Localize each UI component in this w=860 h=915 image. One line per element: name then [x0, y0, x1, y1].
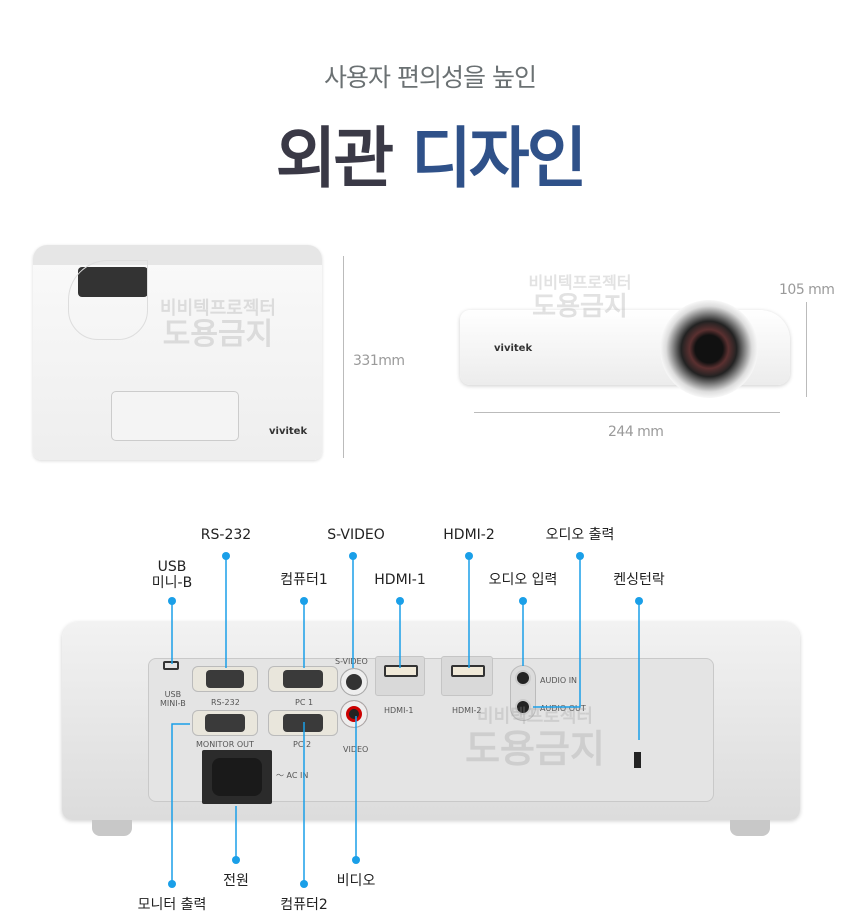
- callout-dot-monitor-out: [168, 880, 176, 888]
- callout-rs232: RS-232: [200, 527, 252, 543]
- watermark-line1: 비비텍프로젝터: [477, 706, 593, 727]
- pc1-port[interactable]: [268, 666, 338, 692]
- brand-logo-front: vivitek: [494, 343, 533, 354]
- hdmi2-port[interactable]: [451, 665, 485, 677]
- brand-logo: vivitek: [269, 426, 308, 437]
- callout-audio-in: 오디오 입력: [488, 572, 558, 588]
- rs232-port[interactable]: [192, 666, 258, 692]
- callout-hdmi2: HDMI-2: [443, 527, 495, 543]
- callout-dot-rs232: [222, 552, 230, 560]
- callout-hdmi1: HDMI-1: [374, 572, 426, 588]
- callout-dot-usb: [168, 597, 176, 605]
- callout-svideo: S-VIDEO: [327, 527, 385, 543]
- callout-kensington: 켄싱턴락: [613, 572, 665, 588]
- callout-usb: USB 미니-B: [152, 559, 192, 591]
- callout-monitor-out: 모니터 출력: [137, 897, 207, 913]
- callout-dot-audio-out: [576, 552, 584, 560]
- callout-dot-kensington: [635, 597, 643, 605]
- callout-dot-power: [232, 856, 240, 864]
- callout-power: 전원: [223, 873, 249, 889]
- callout-video: 비디오: [336, 873, 376, 889]
- lens: [660, 300, 758, 398]
- rs232-label: RS-232: [211, 698, 240, 707]
- usb-port[interactable]: [163, 661, 179, 670]
- svideo-label: S-VIDEO: [335, 657, 368, 666]
- width-arrow: [474, 412, 780, 413]
- usb-label-1: USB: [164, 690, 182, 699]
- page-title: 외관 디자인: [0, 105, 860, 201]
- watermark-line2: 도용금지: [532, 292, 628, 322]
- watermark-line2: 도용금지: [162, 317, 274, 352]
- height-arrow: [806, 302, 807, 397]
- callout-pc2: 컴퓨터2: [280, 897, 328, 913]
- callout-dot-pc2: [300, 880, 308, 888]
- hdmi2-label: HDMI-2: [452, 706, 482, 715]
- hdmi1-label: HDMI-1: [384, 706, 414, 715]
- callout-dot-pc1: [300, 597, 308, 605]
- callout-dot-hdmi2: [465, 552, 473, 560]
- projector-rear-view: [62, 612, 800, 840]
- hdmi1-port[interactable]: [384, 665, 418, 677]
- audio-in-label: AUDIO IN: [540, 676, 578, 685]
- usb-label-2: MINI-B: [160, 699, 186, 708]
- callout-dot-audio-in: [519, 597, 527, 605]
- callout-audio-out: 오디오 출력: [545, 527, 615, 543]
- depth-arrow: [343, 256, 344, 458]
- callout-line-audio-out: [533, 556, 581, 708]
- watermark-line2: 도용금지: [465, 727, 605, 771]
- callout-pc1: 컴퓨터1: [280, 572, 328, 588]
- callout-dot-hdmi1: [396, 597, 404, 605]
- monitor-out-label: MONITOR OUT: [196, 740, 254, 749]
- width-label: 244 mm: [608, 424, 664, 440]
- callout-dot-video: [352, 856, 360, 864]
- audio-out-port[interactable]: [515, 699, 531, 715]
- page-subtitle: 사용자 편의성을 높인: [324, 63, 537, 92]
- svideo-port[interactable]: [340, 668, 368, 696]
- projector-top-view: 비비텍프로젝터 도용금지 vivitek: [33, 245, 322, 460]
- monitor-out-port[interactable]: [192, 710, 258, 736]
- pc2-port[interactable]: [268, 710, 338, 736]
- depth-label: 331mm: [353, 353, 405, 369]
- kensington-lock-slot[interactable]: [634, 752, 641, 768]
- audio-in-port[interactable]: [515, 670, 531, 686]
- callout-line-monitor-out: [171, 723, 190, 884]
- control-panel: [111, 391, 239, 441]
- watermark-line1: 비비텍프로젝터: [528, 273, 632, 292]
- height-label: 105 mm: [779, 282, 835, 298]
- projector-front-view: vivitek 비비텍프로젝터 도용금지: [460, 275, 790, 398]
- pc1-label: PC 1: [295, 698, 314, 707]
- video-rca-port[interactable]: [340, 700, 368, 728]
- watermark-line1: 비비텍프로젝터: [160, 298, 276, 319]
- audio-out-label: AUDIO OUT: [540, 704, 586, 713]
- callout-usb-text: USB 미니-B: [151, 559, 193, 591]
- power-socket[interactable]: [202, 750, 272, 804]
- callout-dot-svideo: [349, 552, 357, 560]
- title-part-1: 외관: [275, 120, 394, 197]
- pc2-label: PC 2: [293, 740, 312, 749]
- ac-in-label: ～ AC IN: [276, 771, 309, 780]
- title-part-2: 디자인: [411, 120, 587, 197]
